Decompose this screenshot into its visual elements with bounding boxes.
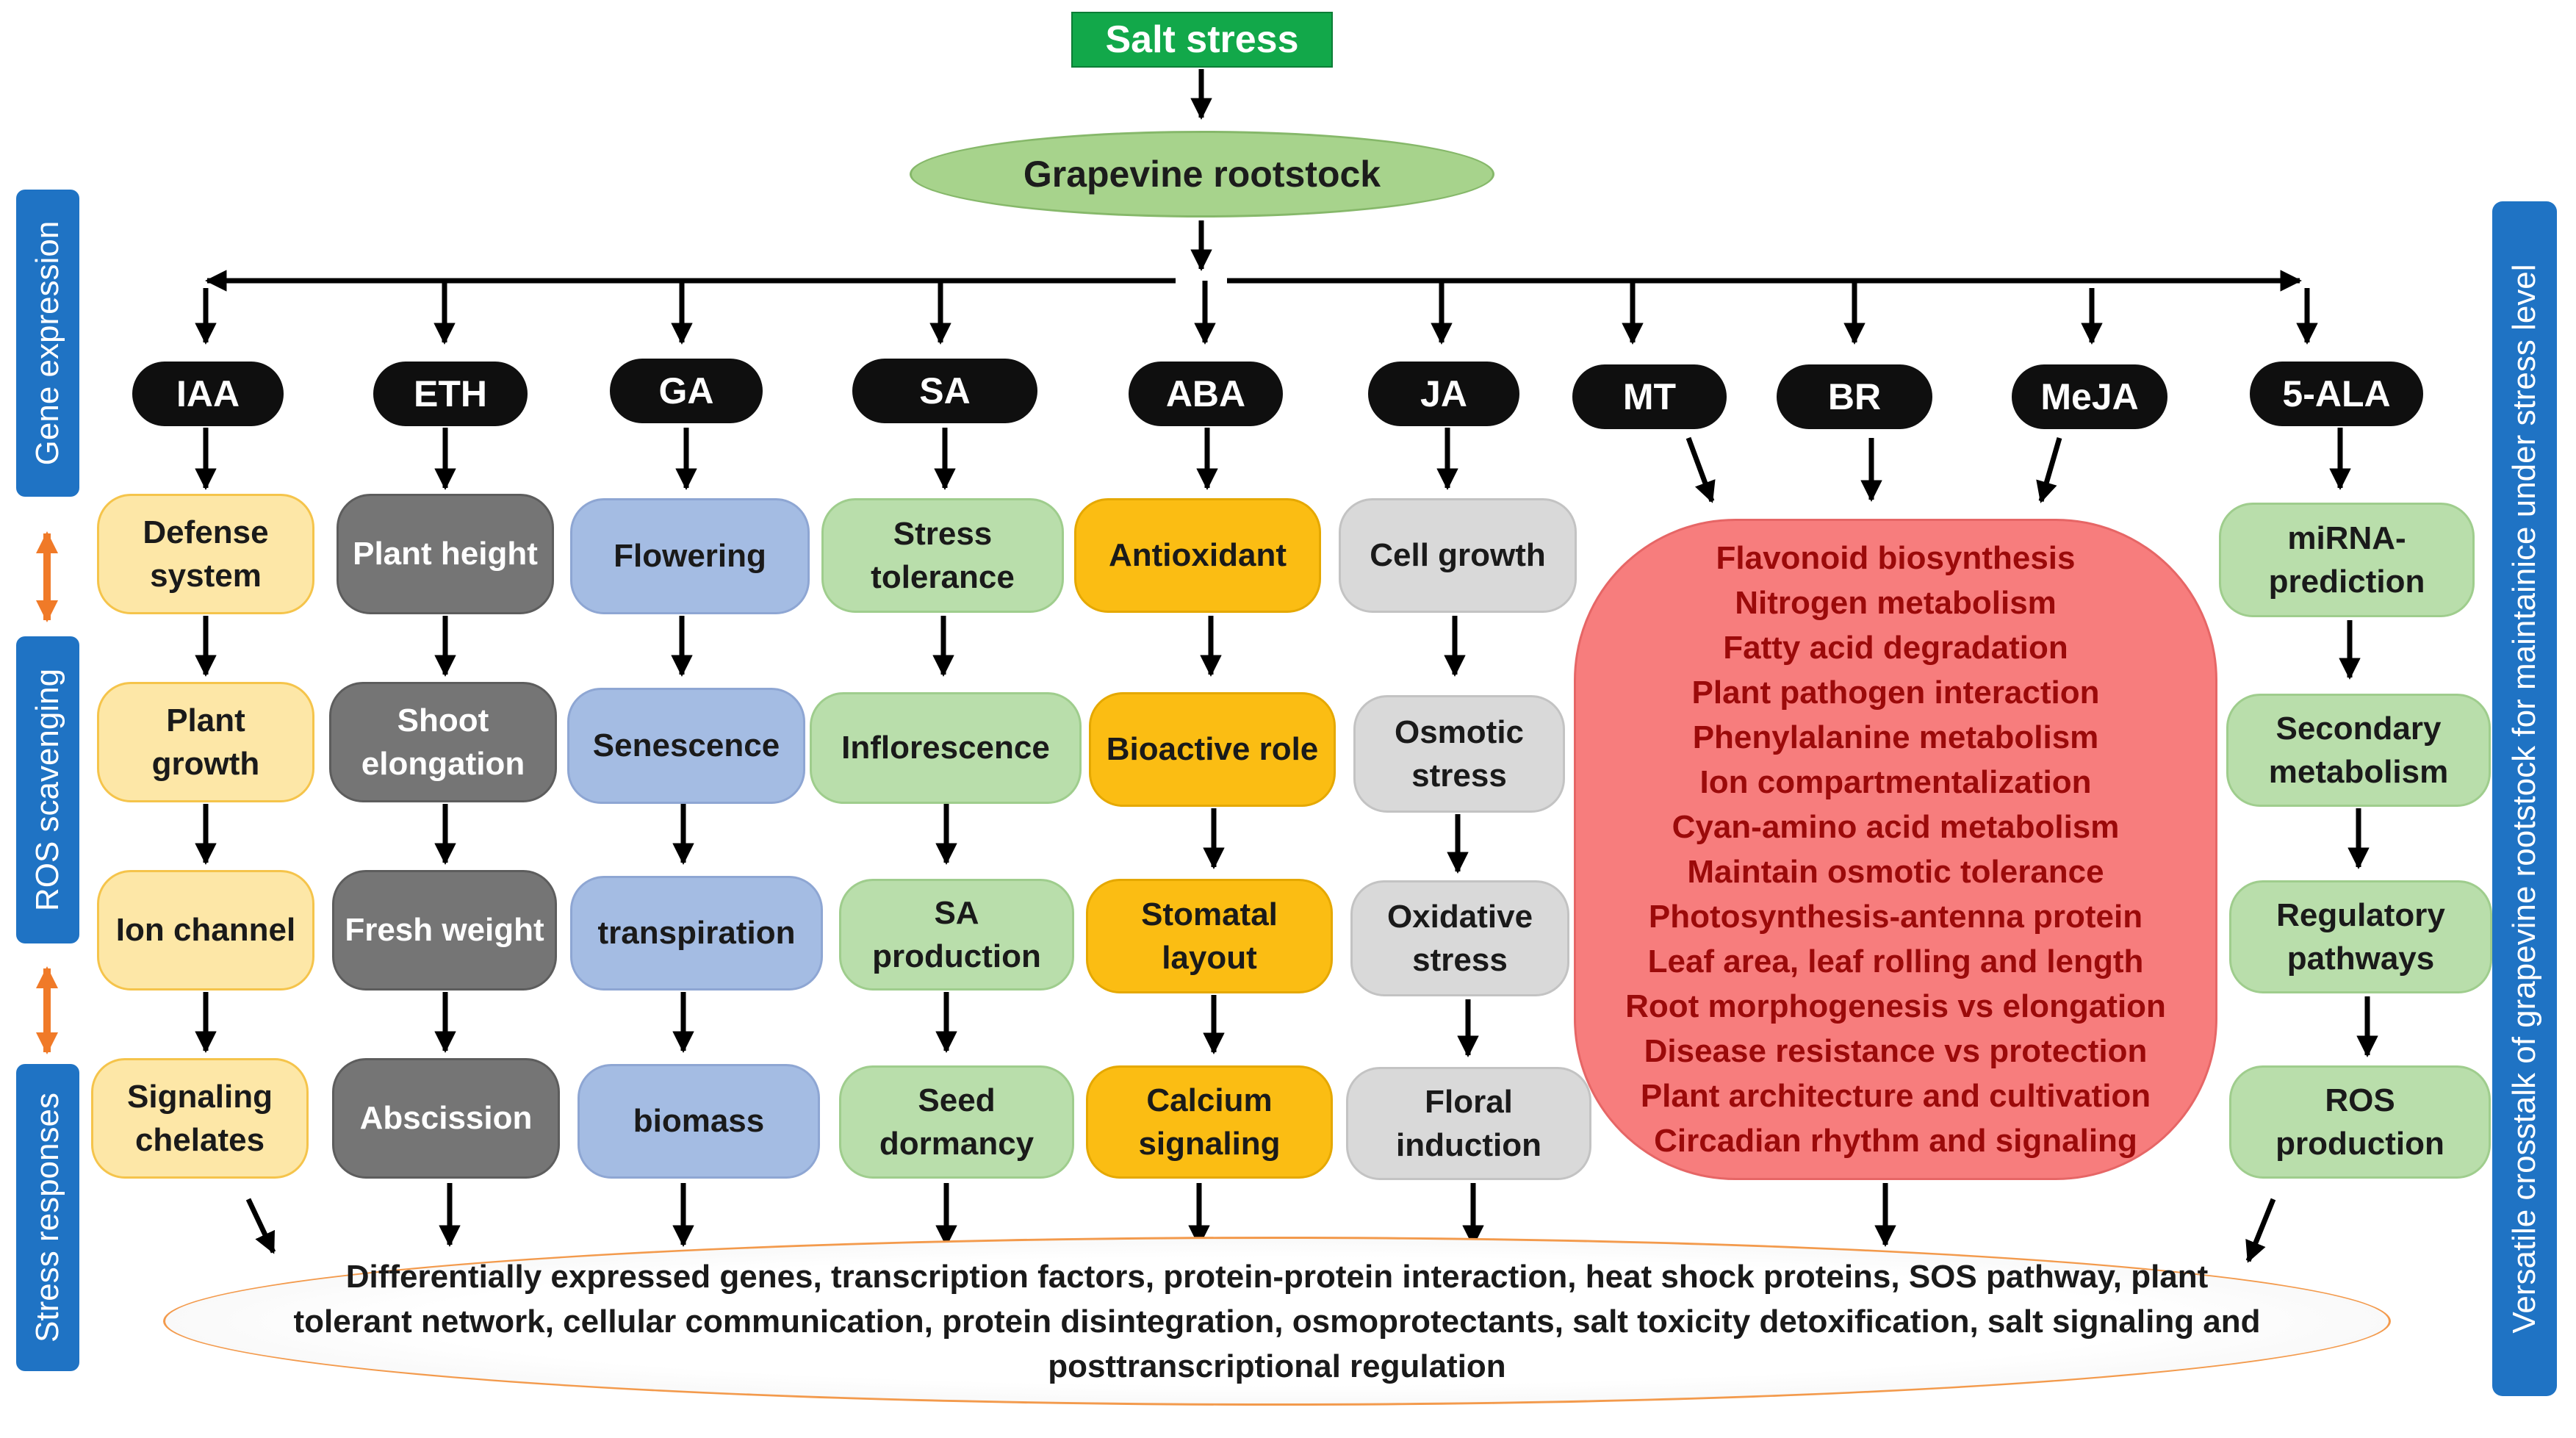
aba-bioactive-role: Bioactive role bbox=[1089, 692, 1336, 807]
ja-osmotic-stress: Osmotic stress bbox=[1353, 695, 1565, 813]
ga-flowering: Flowering bbox=[570, 498, 810, 614]
hormone-sa: SA bbox=[852, 359, 1037, 423]
shared-function-item: Plant pathogen interaction bbox=[1691, 675, 2100, 711]
sa-seed-dormancy: Seed dormancy bbox=[839, 1065, 1074, 1179]
shared-function-item: Leaf area, leaf rolling and length bbox=[1647, 943, 2144, 979]
aba-antioxidant: Antioxidant bbox=[1074, 498, 1321, 613]
iaa-plant-growth: Plant growth bbox=[97, 682, 314, 802]
stress-responses-label: Stress responses bbox=[16, 1064, 79, 1371]
sa-stress-tolerance: Stress tolerance bbox=[821, 498, 1064, 613]
ga-senescence: Senescence bbox=[567, 688, 805, 804]
stress-response-outcome-ellipse: Differentially expressed genes, transcri… bbox=[163, 1237, 2391, 1406]
ga-biomass: biomass bbox=[578, 1064, 820, 1179]
shared-function-item: Root morphogenesis vs elongation bbox=[1625, 988, 2166, 1024]
hormone-mt: MT bbox=[1572, 364, 1727, 429]
ros-scavenging-label: ROS scavenging bbox=[16, 636, 79, 943]
ga-transpiration: transpiration bbox=[570, 876, 823, 991]
salt-stress-box: Salt stress bbox=[1071, 12, 1333, 68]
ja-floral-induction: Floral induction bbox=[1346, 1067, 1591, 1180]
shared-function-item: Disease resistance vs protection bbox=[1644, 1033, 2148, 1069]
hormone-eth: ETH bbox=[373, 362, 528, 426]
iaa-signaling-chelates: Signaling chelates bbox=[91, 1058, 309, 1179]
eth-fresh-weight: Fresh weight bbox=[332, 870, 557, 991]
hormone-meja: MeJA bbox=[2012, 364, 2167, 429]
sa-sa-production: SA production bbox=[839, 879, 1074, 991]
iaa-ion-channel: Ion channel bbox=[97, 870, 314, 991]
eth-abscission: Abscission bbox=[332, 1058, 560, 1179]
shared-function-item: Circadian rhythm and signaling bbox=[1654, 1123, 2137, 1159]
eth-plant-height: Plant height bbox=[337, 494, 554, 614]
shared-function-item: Plant architecture and cultivation bbox=[1640, 1078, 2151, 1114]
ala-regulatory-pathways: Regulatory pathways bbox=[2229, 880, 2492, 993]
ja-cell-growth: Cell growth bbox=[1339, 498, 1577, 613]
stress-response-outcome-text: Differentially expressed genes, transcri… bbox=[293, 1258, 2261, 1384]
aba-stomatal-layout: Stomatal layout bbox=[1086, 879, 1333, 993]
sa-inflorescence: Inflorescence bbox=[810, 692, 1082, 804]
shared-functions-panel: Flavonoid biosynthesis Nitrogen metaboli… bbox=[1574, 519, 2217, 1180]
ala-secondary-metabolism: Secondary metabolism bbox=[2226, 694, 2491, 807]
ala-ros-production: ROS production bbox=[2229, 1065, 2491, 1179]
iaa-defense-system: Defense system bbox=[97, 494, 314, 614]
eth-shoot-elongation: Shoot elongation bbox=[329, 682, 557, 802]
shared-function-item: Photosynthesis-antenna protein bbox=[1648, 899, 2143, 935]
shared-function-item: Maintain osmotic tolerance bbox=[1687, 854, 2104, 890]
ja-oxidative-stress: Oxidative stress bbox=[1350, 880, 1569, 996]
shared-function-item: Fatty acid degradation bbox=[1723, 630, 2068, 666]
hormone-aba: ABA bbox=[1129, 362, 1283, 426]
hormone-5-ala: 5-ALA bbox=[2250, 362, 2423, 426]
versatile-crosstalk-label: Versatile crosstalk of grapevine rootsto… bbox=[2492, 201, 2557, 1396]
shared-function-item: Nitrogen metabolism bbox=[1735, 585, 2057, 621]
hormone-ga: GA bbox=[610, 359, 763, 423]
ala-mirna-prediction: miRNA-prediction bbox=[2219, 503, 2475, 617]
shared-function-item: Flavonoid biosynthesis bbox=[1716, 540, 2076, 576]
shared-function-item: Ion compartmentalization bbox=[1699, 764, 2092, 800]
hormone-ja: JA bbox=[1368, 362, 1519, 426]
gene-expression-label: Gene expression bbox=[16, 190, 79, 497]
shared-function-item: Phenylalanine metabolism bbox=[1692, 719, 2099, 755]
aba-calcium-signaling: Calcium signaling bbox=[1086, 1065, 1333, 1179]
hormone-br: BR bbox=[1777, 364, 1932, 429]
hormone-iaa: IAA bbox=[132, 362, 284, 426]
shared-function-item: Cyan-amino acid metabolism bbox=[1672, 809, 2120, 845]
grapevine-rootstock-ellipse: Grapevine rootstock bbox=[910, 131, 1494, 218]
